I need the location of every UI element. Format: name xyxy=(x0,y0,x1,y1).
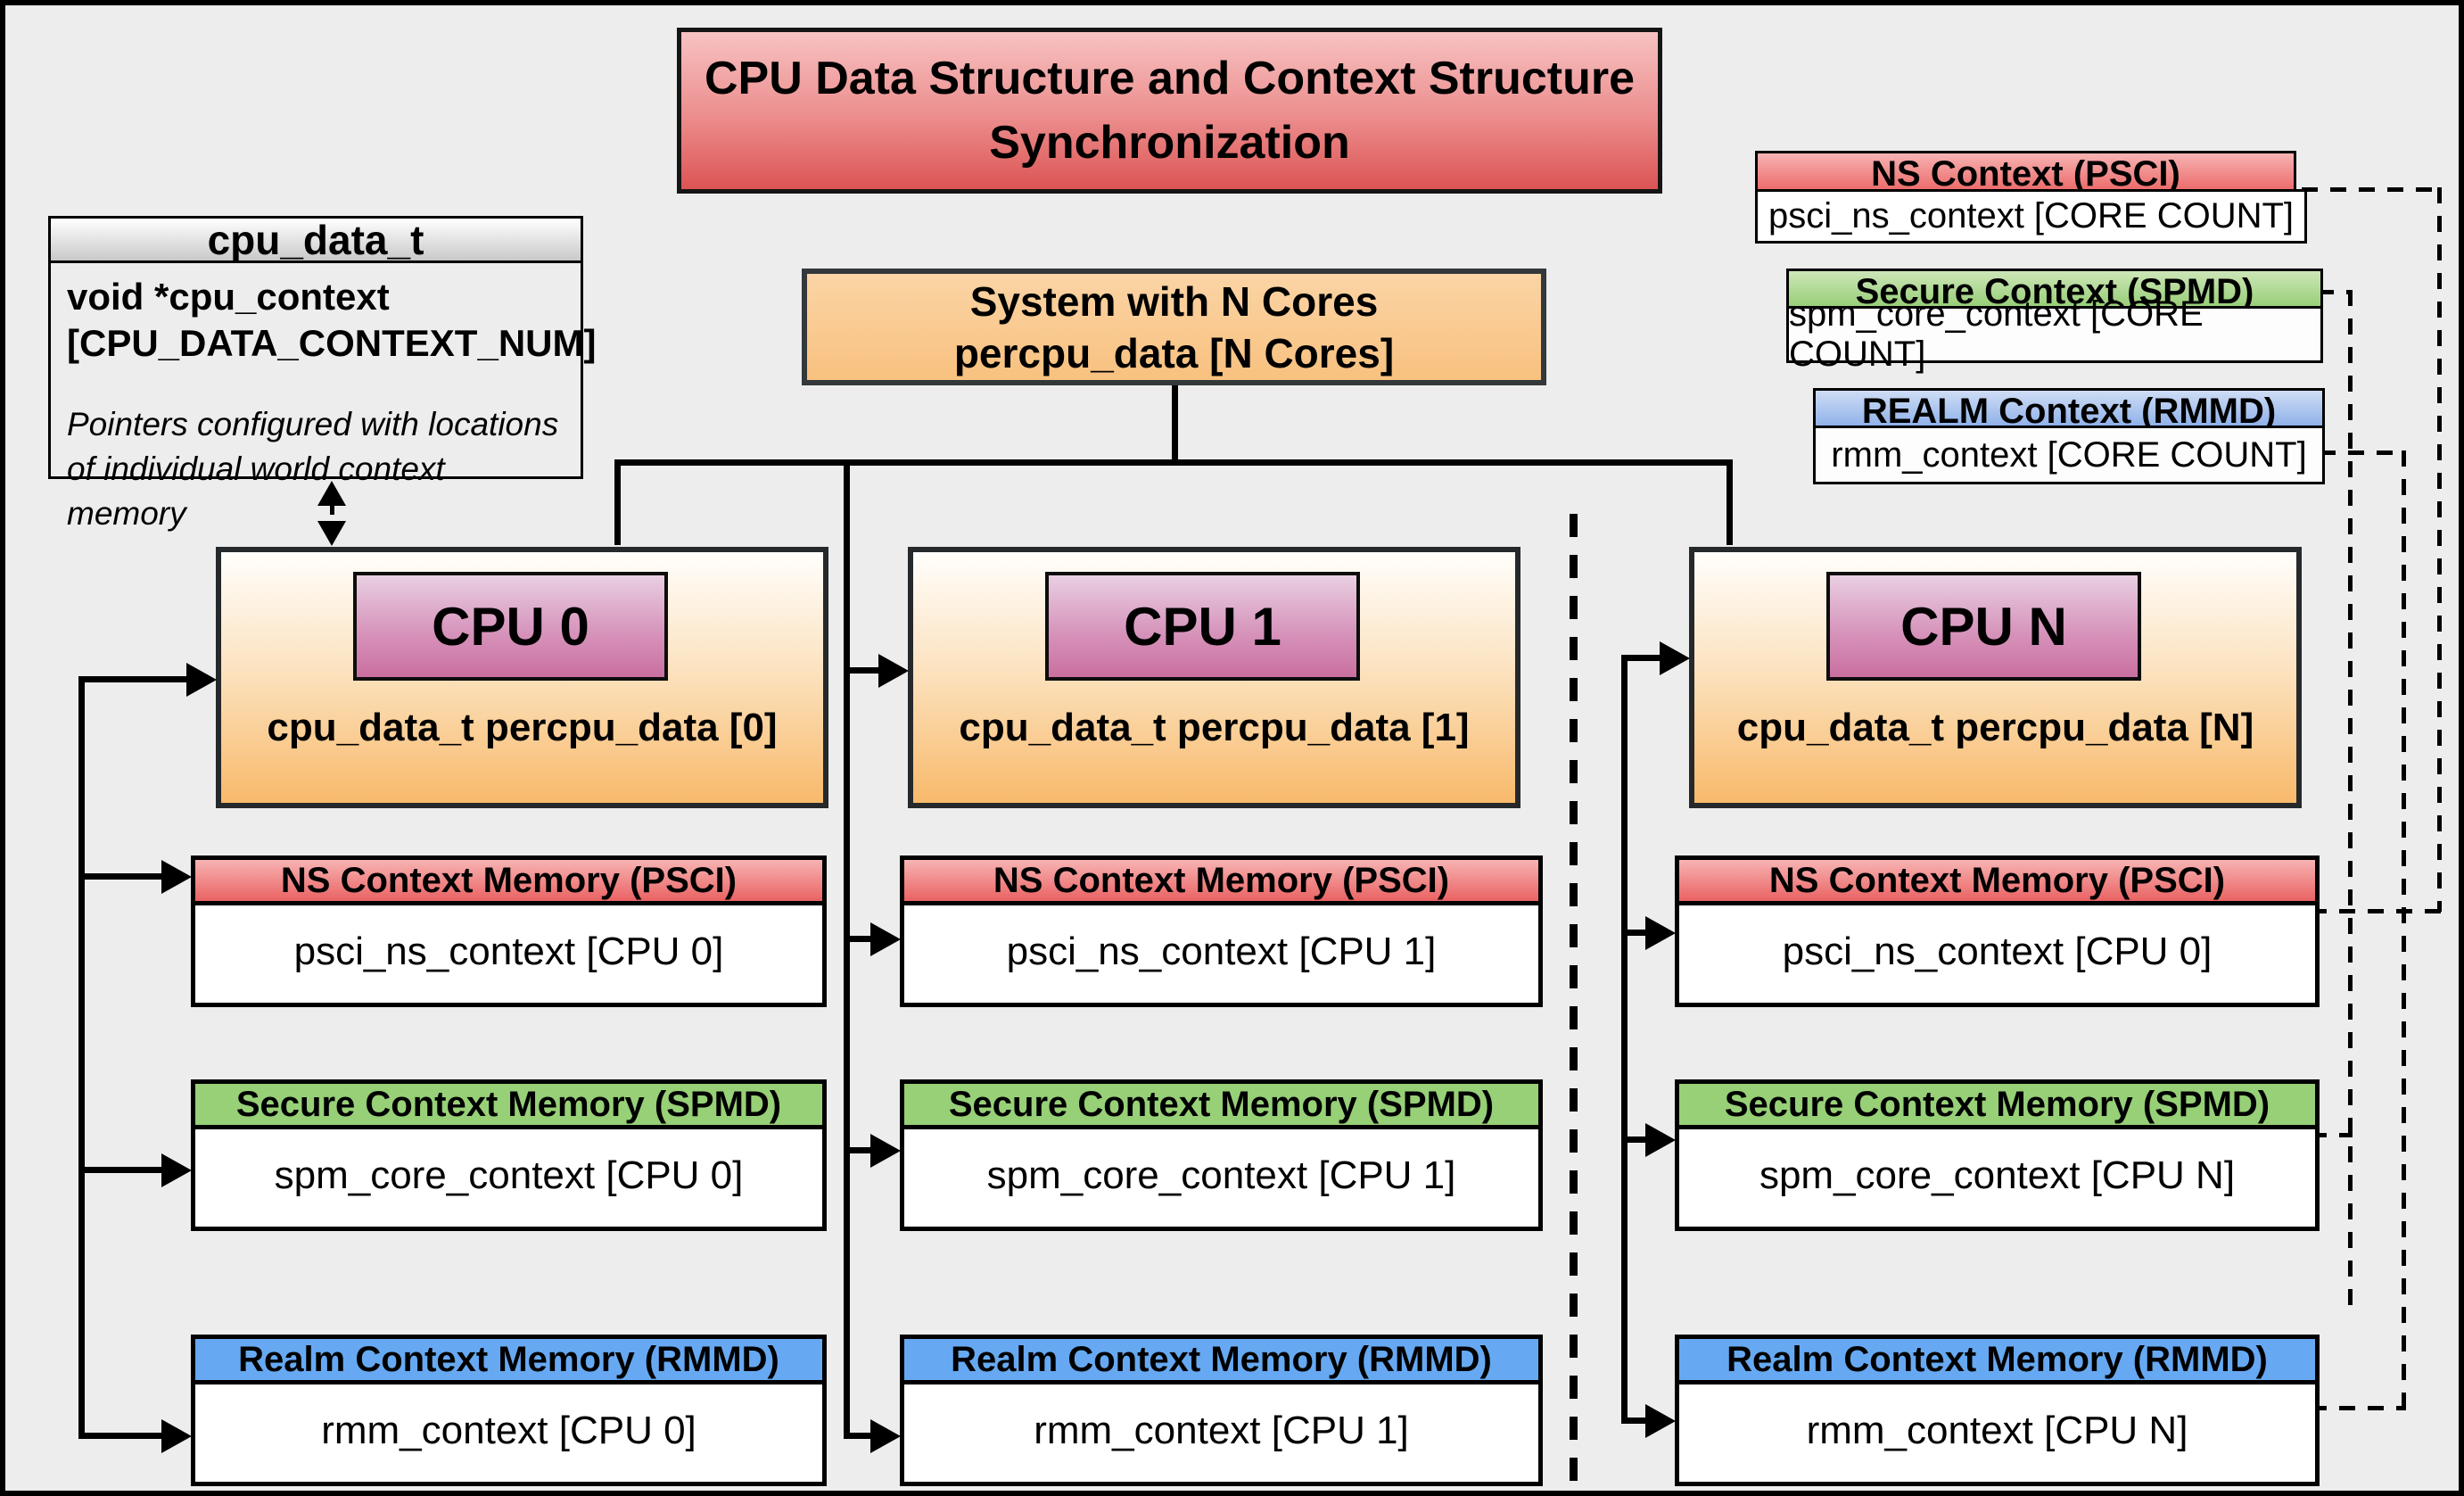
connector-stub-cpu0-realm xyxy=(78,1433,162,1439)
cpun-data-label: cpu_data_t percpu_data [N] xyxy=(1736,706,2254,749)
cpu1-secure-memory-box: Secure Context Memory (SPMD) spm_core_co… xyxy=(900,1079,1543,1231)
connector-system-stem xyxy=(1172,385,1178,462)
cpu0-secure-memory-box: Secure Context Memory (SPMD) spm_core_co… xyxy=(191,1079,827,1231)
connector-bus-cpu0 xyxy=(78,676,85,1439)
arrow-into-cpu0-realm xyxy=(161,1419,192,1453)
connector-stub-cpun-secure xyxy=(1628,1136,1646,1143)
arrow-into-cpu1-ns xyxy=(870,922,901,956)
cpu0-data-label: cpu_data_t percpu_data [0] xyxy=(267,706,778,749)
cpun-realm-memory-box: Realm Context Memory (RMMD) rmm_context … xyxy=(1675,1335,2320,1486)
arrow-into-cpu1-secure xyxy=(870,1134,901,1168)
cpun-secure-memory-header: Secure Context Memory (SPMD) xyxy=(1679,1084,2315,1129)
system-box: System with N Cores percpu_data [N Cores… xyxy=(802,269,1546,385)
cpun-badge: CPU N xyxy=(1826,572,2141,681)
cpu0-secure-memory-body: spm_core_context [CPU 0] xyxy=(274,1153,744,1197)
cpu0-box: CPU 0 cpu_data_t percpu_data [0] xyxy=(216,547,828,808)
cpu1-box: CPU 1 cpu_data_t percpu_data [1] xyxy=(908,547,1520,808)
connector-stub-cpu1-box xyxy=(844,667,879,674)
diagram-title-line2: Synchronization xyxy=(989,117,1350,169)
cpu1-realm-memory-body: rmm_context [CPU 1] xyxy=(1034,1409,1409,1452)
cpun-box: CPU N cpu_data_t percpu_data [N] xyxy=(1689,547,2302,808)
connector-stub-cpun-box xyxy=(1621,655,1661,661)
cpu0-ns-memory-header: NS Context Memory (PSCI) xyxy=(195,860,822,905)
cpu-data-t-body: void *cpu_context [CPU_DATA_CONTEXT_NUM]… xyxy=(51,263,597,536)
cpu0-realm-memory-body: rmm_context [CPU 0] xyxy=(321,1409,696,1452)
cpun-realm-memory-body: rmm_context [CPU N] xyxy=(1806,1409,2188,1452)
arrow-into-cpu0-box xyxy=(186,663,217,697)
connector-stub-cpun-realm xyxy=(1621,1417,1646,1424)
dash-realm-legend-out xyxy=(2320,450,2406,455)
dash-secure-vertical xyxy=(2348,290,2353,1308)
cpu1-data-label: cpu_data_t percpu_data [1] xyxy=(959,706,1470,749)
cpu0-realm-memory-header: Realm Context Memory (RMMD) xyxy=(195,1339,822,1384)
connector-bus-cpun xyxy=(1621,655,1628,1424)
dash-realm-into-cpun xyxy=(2311,1406,2406,1410)
cpu-data-t-note: Pointers configured with locations of in… xyxy=(67,402,564,536)
connector-branch-horizontal xyxy=(614,459,1733,466)
connector-drop-cpun xyxy=(1726,459,1733,545)
connector-bus-cpu1 xyxy=(844,459,850,1439)
connector-stub-cpun-ns xyxy=(1628,930,1646,936)
cpu1-badge: CPU 1 xyxy=(1045,572,1360,681)
legend-secure-body: spm_core_context [CORE COUNT] xyxy=(1786,294,2323,374)
arrow-down-to-cpu0 xyxy=(317,521,346,546)
dash-secure-legend-out xyxy=(2318,290,2353,294)
arrow-into-cpu0-ns xyxy=(161,860,192,894)
arrow-into-cpu1-realm xyxy=(870,1419,901,1453)
cpun-ns-memory-header: NS Context Memory (PSCI) xyxy=(1679,860,2315,905)
arrow-into-cpu1-box xyxy=(878,654,909,688)
connector-stub-cpu1-ns xyxy=(850,936,871,942)
cpu0-secure-memory-header: Secure Context Memory (SPMD) xyxy=(195,1084,822,1129)
cpu0-badge: CPU 0 xyxy=(353,572,668,681)
connector-stub-cpu0-box xyxy=(78,676,187,682)
system-box-line1: System with N Cores xyxy=(969,277,1379,325)
cpu1-secure-memory-body: spm_core_context [CPU 1] xyxy=(986,1153,1456,1197)
arrow-into-cpun-ns xyxy=(1645,916,1676,950)
arrow-up-to-struct xyxy=(317,481,346,506)
cpun-ns-memory-box: NS Context Memory (PSCI) psci_ns_context… xyxy=(1675,855,2320,1007)
cpun-ns-memory-body: psci_ns_context [CPU 0] xyxy=(1782,930,2213,973)
cpu-data-t-box: cpu_data_t void *cpu_context [CPU_DATA_C… xyxy=(48,216,596,532)
cpu0-ns-memory-box: NS Context Memory (PSCI) psci_ns_context… xyxy=(191,855,827,1007)
connector-stub-cpu1-secure xyxy=(850,1147,871,1153)
dash-ns-legend-out xyxy=(2302,187,2442,192)
dash-ns-vertical xyxy=(2437,187,2442,912)
cpu1-secure-memory-header: Secure Context Memory (SPMD) xyxy=(904,1084,1538,1129)
legend-realm-body: rmm_context [CORE COUNT] xyxy=(1813,426,2325,484)
connector-drop-cpu0 xyxy=(614,459,621,545)
cpu1-ns-memory-header: NS Context Memory (PSCI) xyxy=(904,860,1538,905)
connector-stub-cpu0-ns xyxy=(85,873,162,880)
cpu1-ns-memory-body: psci_ns_context [CPU 1] xyxy=(1006,930,1437,973)
arrow-into-cpun-box xyxy=(1660,641,1690,675)
cpu1-ns-memory-box: NS Context Memory (PSCI) psci_ns_context… xyxy=(900,855,1543,1007)
connector-stub-cpu0-secure xyxy=(85,1167,162,1173)
cpun-secure-memory-box: Secure Context Memory (SPMD) spm_core_co… xyxy=(1675,1079,2320,1231)
arrow-into-cpu0-secure xyxy=(161,1153,192,1187)
diagram-title: CPU Data Structure and Context Structure… xyxy=(677,28,1662,194)
cpun-realm-memory-header: Realm Context Memory (RMMD) xyxy=(1679,1339,2315,1384)
cpu0-realm-memory-box: Realm Context Memory (RMMD) rmm_context … xyxy=(191,1335,827,1486)
system-box-line2: percpu_data [N Cores] xyxy=(953,329,1395,376)
cpu-data-t-note-line2: of individual world context memory xyxy=(67,450,445,532)
arrow-into-cpun-secure xyxy=(1645,1123,1676,1157)
dash-secure-into-cpun xyxy=(2311,1133,2353,1137)
legend-ns-body: psci_ns_context [CORE COUNT] xyxy=(1755,189,2307,244)
diagram-title-line1: CPU Data Structure and Context Structure xyxy=(704,53,1636,104)
arrow-into-cpun-realm xyxy=(1645,1404,1676,1438)
separator-dashed-line xyxy=(1570,514,1578,1491)
dash-realm-vertical xyxy=(2402,450,2406,1410)
cpu1-realm-memory-box: Realm Context Memory (RMMD) rmm_context … xyxy=(900,1335,1543,1486)
dash-ns-into-cpun xyxy=(2311,909,2442,913)
cpu-data-t-header: cpu_data_t xyxy=(51,217,581,263)
cpu-data-t-field-line1: void *cpu_context xyxy=(67,276,390,318)
cpun-secure-memory-body: spm_core_context [CPU N] xyxy=(1759,1153,2236,1197)
connector-stub-cpu1-realm xyxy=(844,1433,871,1439)
cpu-data-t-field-line2: [CPU_DATA_CONTEXT_NUM] xyxy=(67,322,597,364)
cpu0-ns-memory-body: psci_ns_context [CPU 0] xyxy=(293,930,724,973)
cpu-data-t-note-line1: Pointers configured with locations xyxy=(67,406,559,442)
cpu1-realm-memory-header: Realm Context Memory (RMMD) xyxy=(904,1339,1538,1384)
connector-struct-dashed xyxy=(330,506,334,522)
